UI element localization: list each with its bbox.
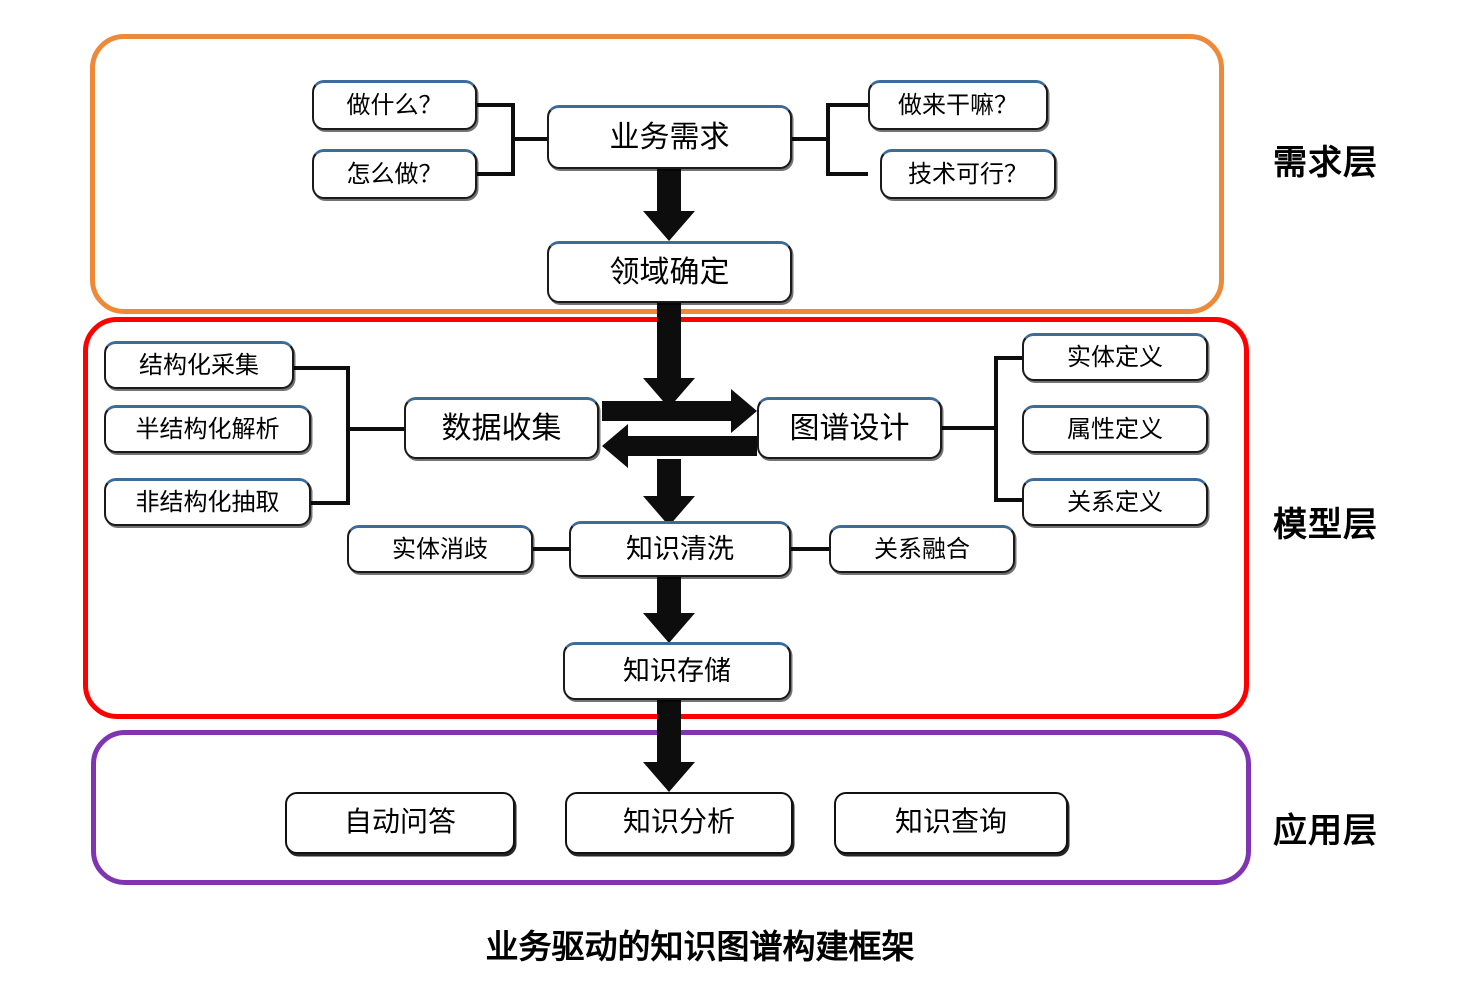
- connector-line: [826, 172, 868, 176]
- node-relation-definition[interactable]: 关系定义: [1022, 478, 1208, 526]
- node-label: 知识清洗: [626, 534, 734, 564]
- node-label: 实体消歧: [392, 536, 488, 563]
- connector-line: [994, 356, 1026, 360]
- node-semi-structured-parsing[interactable]: 半结构化解析: [104, 405, 311, 453]
- node-label: 知识分析: [622, 807, 735, 838]
- node-label: 知识存储: [623, 656, 731, 686]
- node-label: 技术可行？: [908, 161, 1028, 188]
- node-entity-disambiguation[interactable]: 实体消歧: [347, 525, 533, 573]
- connector-line: [826, 103, 868, 107]
- arrow-graph-design-to-data-collection: [602, 424, 757, 468]
- connector-line: [792, 137, 828, 141]
- layer-label-model: 模型层: [1273, 506, 1378, 544]
- node-knowledge-cleaning[interactable]: 知识清洗: [569, 521, 791, 577]
- node-unstructured-extraction[interactable]: 非结构化抽取: [104, 478, 311, 526]
- node-business-requirement[interactable]: 业务需求: [547, 105, 792, 169]
- connector-line: [511, 137, 547, 141]
- node-label: 数据收集: [441, 411, 562, 445]
- node-knowledge-query[interactable]: 知识查询: [834, 792, 1068, 854]
- node-label: 业务需求: [609, 120, 730, 154]
- layer-label-requirement: 需求层: [1273, 144, 1378, 182]
- node-label: 非结构化抽取: [135, 489, 280, 516]
- node-structured-collection[interactable]: 结构化采集: [104, 341, 294, 389]
- node-graph-design[interactable]: 图谱设计: [757, 397, 942, 459]
- figure-caption: 业务驱动的知识图谱构建框架: [485, 928, 915, 965]
- node-label: 实体定义: [1067, 344, 1163, 371]
- layer-label-application: 应用层: [1273, 812, 1378, 850]
- connector-line: [477, 172, 515, 176]
- node-what-to-do[interactable]: 做什么？: [312, 80, 477, 130]
- node-label: 关系定义: [1067, 489, 1163, 516]
- node-relation-fusion[interactable]: 关系融合: [829, 525, 1015, 573]
- arrow-data-collection-to-graph-design: [602, 389, 757, 433]
- arrow-domain-to-data-collection: [643, 303, 695, 408]
- connector-line: [533, 547, 569, 551]
- connector-line: [791, 547, 829, 551]
- connector-line: [294, 366, 350, 370]
- connector-line: [826, 103, 830, 176]
- node-label: 做来干嘛？: [898, 92, 1018, 119]
- node-label: 图谱设计: [789, 411, 910, 445]
- connector-line: [994, 356, 998, 502]
- node-label: 做什么？: [346, 92, 443, 119]
- node-label: 怎么做？: [346, 161, 443, 188]
- node-label: 属性定义: [1067, 416, 1163, 443]
- node-label: 自动问答: [343, 807, 456, 838]
- node-how-to-do[interactable]: 怎么做？: [312, 149, 477, 199]
- node-entity-definition[interactable]: 实体定义: [1022, 333, 1208, 381]
- connector-line: [346, 427, 404, 431]
- node-knowledge-storage[interactable]: 知识存储: [563, 642, 791, 700]
- node-technically-feasible[interactable]: 技术可行？: [880, 149, 1056, 199]
- node-knowledge-analysis[interactable]: 知识分析: [565, 792, 793, 854]
- node-label: 知识查询: [894, 807, 1007, 838]
- connector-line: [942, 426, 998, 430]
- node-why-do-it[interactable]: 做来干嘛？: [868, 80, 1048, 130]
- connector-line: [311, 501, 350, 505]
- connector-line: [346, 366, 350, 505]
- arrow-to-knowledge-cleaning: [643, 459, 695, 526]
- node-label: 结构化采集: [139, 352, 259, 379]
- node-label: 关系融合: [874, 536, 970, 563]
- node-attribute-definition[interactable]: 属性定义: [1022, 405, 1208, 453]
- arrow-storage-to-applications: [643, 700, 695, 792]
- node-label: 领域确定: [609, 255, 730, 289]
- arrow-cleaning-to-storage: [643, 577, 695, 643]
- connector-line: [994, 498, 1026, 502]
- arrow-requirement-to-domain: [643, 169, 695, 241]
- node-data-collection[interactable]: 数据收集: [404, 397, 599, 459]
- connector-line: [477, 103, 515, 107]
- node-label: 半结构化解析: [135, 416, 280, 443]
- node-automatic-qa[interactable]: 自动问答: [285, 792, 515, 854]
- node-domain-determination[interactable]: 领域确定: [547, 241, 792, 303]
